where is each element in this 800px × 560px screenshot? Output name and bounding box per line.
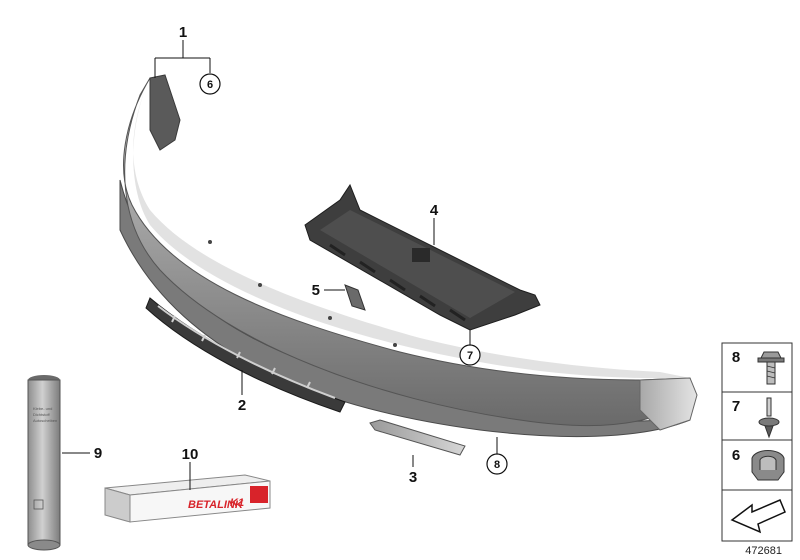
- callout-4: 4: [430, 202, 439, 219]
- adhesive-tube-part: Klebe- und Dichtstoff Autoscheiben: [27, 375, 61, 551]
- front-spoiler-part: [119, 74, 698, 438]
- tube-label-line-2: Dichtstoff: [33, 412, 50, 417]
- betalink-box-part: BETALINK K1: [104, 474, 271, 523]
- callout-10: 10: [182, 446, 199, 463]
- callout-1: 1: [179, 24, 187, 41]
- legend-label-6: 6: [732, 447, 740, 464]
- legend-label-7: 7: [732, 398, 740, 415]
- tube-label-line-1: Klebe- und: [33, 406, 52, 411]
- reference-number: 472681: [745, 545, 782, 557]
- legend-panel: 8 7 6: [721, 342, 793, 542]
- callout-6: 6: [207, 79, 213, 91]
- bracket-part: [304, 183, 541, 331]
- callout-8-circle: [486, 453, 508, 475]
- small-bracket-part: [344, 284, 366, 311]
- callouts: 1 6 4 5 7 2 3 8 9 10: [94, 24, 508, 486]
- clip-icon: [751, 450, 785, 481]
- rivet-icon: [758, 397, 780, 439]
- callout-5: 5: [312, 282, 320, 299]
- callout-7-circle: [459, 344, 481, 366]
- callout-7: 7: [467, 350, 473, 362]
- callout-9: 9: [94, 445, 102, 462]
- callout-2: 2: [238, 397, 246, 414]
- arrow-symbol-icon: [730, 499, 786, 534]
- callout-8: 8: [494, 459, 500, 471]
- tube-label-line-3: Autoscheiben: [33, 418, 57, 423]
- callout-3: 3: [409, 469, 417, 486]
- leader-lines: [62, 40, 498, 490]
- betalink-brand: BETALINK: [188, 499, 244, 511]
- grille-part: [145, 297, 346, 413]
- legend-label-8: 8: [732, 349, 740, 366]
- trim-strip-part: [369, 419, 466, 456]
- callout-6-circle: [199, 73, 221, 95]
- screw-icon: [757, 351, 785, 385]
- betalink-code: K1: [230, 497, 244, 509]
- hazard-icon: [33, 499, 44, 510]
